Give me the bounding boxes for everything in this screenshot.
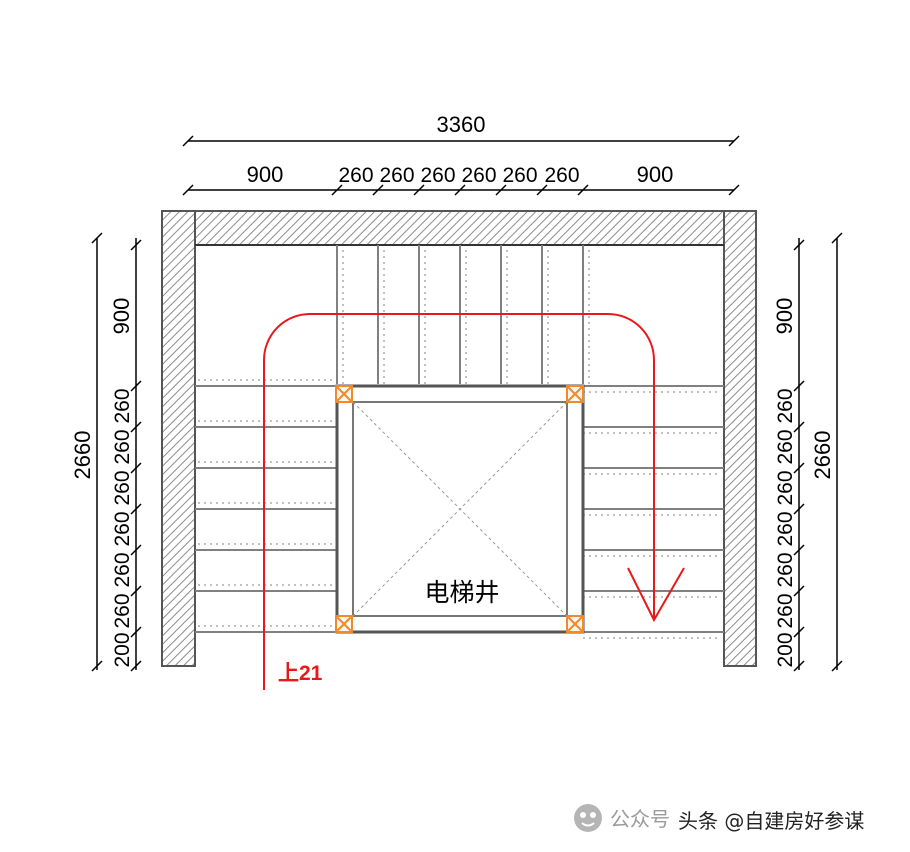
left-wall [161,210,196,667]
dim-top-tread: 260 [338,164,373,187]
dim-left-tread: 260 [111,593,134,628]
corner-columns [335,385,584,633]
right-flight-treads [583,385,724,639]
elevator-shaft-label: 电梯井 [424,578,499,607]
column-marker-top-right [566,385,584,403]
wechat-logo-icon [574,804,602,832]
dim-right-total: 2660 [810,431,835,480]
elevator-shaft: 电梯井 [335,384,585,634]
dim-left-landing: 900 [109,298,134,335]
dim-left-tread: 260 [111,552,134,587]
dim-top-tread: 260 [461,164,496,187]
dim-top-tread: 260 [544,164,579,187]
dim-right-tread: 260 [774,388,797,423]
dim-right-tread: 260 [774,511,797,546]
dim-top-tread: 260 [379,164,414,187]
column-marker-bottom-left [335,615,353,633]
dim-top-left: 900 [247,162,284,187]
dim-left-total: 2660 [70,431,95,480]
dim-left-tread: 260 [111,429,134,464]
walking-path-arrowhead [627,567,685,623]
right-dimensions [793,232,843,672]
dim-top-tread: 260 [420,164,455,187]
watermark: 公众号 头条 @自建房好参谋 [574,804,864,833]
left-dimensions [91,232,142,672]
walking-path-line [263,313,655,690]
column-marker-top-left [335,385,353,403]
watermark-author: 头条 @自建房好参谋 [678,809,864,833]
right-wall [723,210,757,667]
left-flight-treads [195,379,337,633]
up-marker-label: 上21 [278,662,323,685]
watermark-official-account: 公众号 [610,807,670,831]
dim-left-tread: 260 [111,511,134,546]
dim-top-total: 3360 [437,112,486,137]
top-wall [161,210,757,246]
dim-right-tread: 260 [774,470,797,505]
dim-left-bottom: 200 [111,632,134,667]
walking-path [263,313,685,690]
dim-top-tread: 260 [502,164,537,187]
top-dimensions [182,135,740,196]
dim-right-tread: 260 [774,552,797,587]
dim-right-tread: 260 [774,593,797,628]
dim-top-right: 900 [637,162,674,187]
dim-left-tread: 260 [111,388,134,423]
column-marker-bottom-right [566,615,584,633]
dim-right-bottom: 200 [774,632,797,667]
dim-left-tread: 260 [111,470,134,505]
dim-right-landing: 900 [772,298,797,335]
dim-right-tread: 260 [774,429,797,464]
